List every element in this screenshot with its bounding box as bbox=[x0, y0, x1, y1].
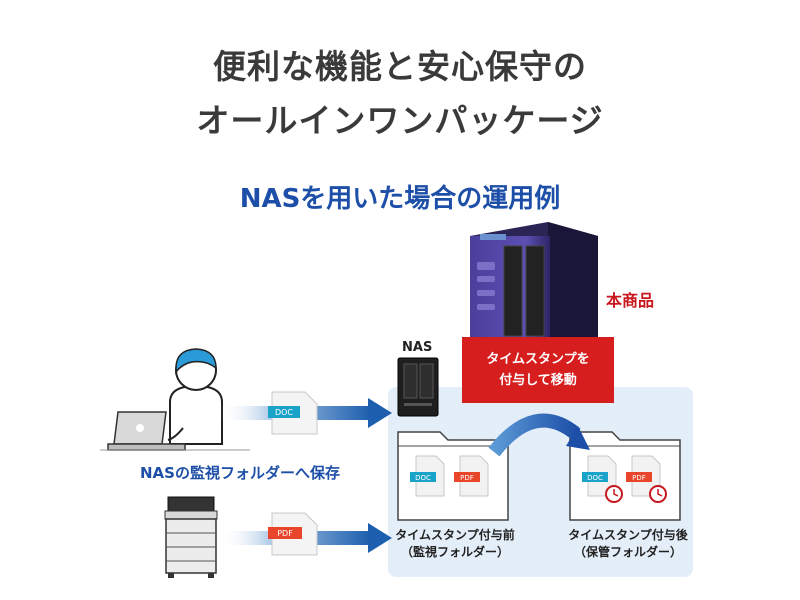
folder-after-caption: タイムスタンプ付与後 （保管フォルダー） bbox=[558, 527, 698, 561]
folder-after-caption-line2: （保管フォルダー） bbox=[573, 545, 682, 559]
doc-file-label: DOC bbox=[275, 408, 293, 417]
clock-icon bbox=[605, 485, 623, 503]
pdf-in-folder-after-icon: PDF bbox=[626, 455, 667, 503]
pdf-in-folder-before-icon: PDF bbox=[454, 455, 489, 497]
pdf-file-label: PDF bbox=[277, 529, 293, 538]
pdf-label-after: PDF bbox=[632, 474, 646, 482]
save-to-nas-label: NASの監視フォルダーへ保存 bbox=[140, 464, 340, 482]
clock-icon bbox=[649, 485, 667, 503]
page-title-line2: オールインワンパッケージ bbox=[196, 101, 604, 140]
printer-icon bbox=[164, 496, 218, 578]
diagram-subtitle: NASを用いた場合の運用例 bbox=[239, 184, 561, 214]
page-title-line1: 便利な機能と安心保守の bbox=[213, 47, 587, 86]
folder-before-icon: DOC PDF bbox=[397, 431, 509, 521]
doc-in-folder-after-icon: DOC bbox=[582, 455, 623, 503]
pdf-file-icon: PDF bbox=[268, 512, 318, 556]
move-arrow-curved bbox=[488, 413, 590, 457]
pdf-label-before: PDF bbox=[460, 474, 474, 482]
product-nas-device-icon bbox=[470, 222, 598, 357]
folder-after-icon: DOC PDF bbox=[569, 431, 681, 521]
doc-label-after: DOC bbox=[587, 474, 603, 482]
doc-label-before: DOC bbox=[415, 474, 431, 482]
product-label: 本商品 bbox=[606, 291, 655, 310]
timestamp-box-line1: タイムスタンプを bbox=[486, 352, 590, 367]
nas-device-icon bbox=[397, 357, 439, 417]
timestamp-action-box: タイムスタンプを 付与して移動 bbox=[462, 337, 614, 403]
nas-label: NAS bbox=[402, 340, 433, 355]
folder-before-caption: タイムスタンプ付与前 （監視フォルダー） bbox=[385, 527, 525, 561]
doc-in-folder-before-icon: DOC bbox=[410, 455, 445, 497]
folder-before-caption-line1: タイムスタンプ付与前 bbox=[395, 528, 515, 542]
person-icon bbox=[167, 348, 223, 445]
timestamp-box-line2: 付与して移動 bbox=[499, 373, 577, 388]
folder-after-caption-line1: タイムスタンプ付与後 bbox=[568, 528, 688, 542]
doc-file-icon: DOC bbox=[268, 391, 318, 435]
folder-before-caption-line2: （監視フォルダー） bbox=[400, 545, 509, 559]
